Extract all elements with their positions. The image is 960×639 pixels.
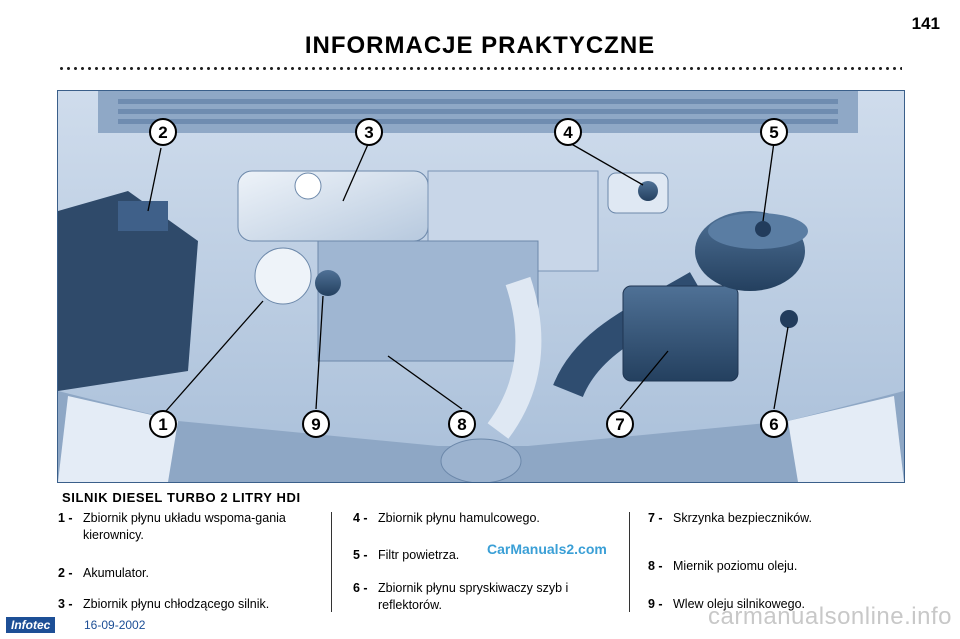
engine-bay-illustration: 1 2 3 4 5 6 7: [57, 90, 905, 483]
section-title: SILNIK DIESEL TURBO 2 LITRY HDI: [62, 490, 301, 505]
legend-number: 4 -: [353, 511, 368, 525]
watermark-link[interactable]: CarManuals2.com: [487, 541, 607, 557]
legend-item-6: 6 - Zbiornik płynu spryskiwaczy szyb i r…: [353, 580, 583, 614]
svg-text:8: 8: [457, 415, 466, 434]
legend-text: Akumulator.: [83, 566, 150, 580]
callout-8: 8: [448, 410, 476, 438]
legend-text: Zbiornik płynu spryskiwaczy szyb i refle…: [378, 581, 569, 612]
callout-4: 4: [554, 118, 582, 146]
callout-9: 9: [302, 410, 330, 438]
callout-1: 1: [149, 410, 177, 438]
legend-item-4: 4 - Zbiornik płynu hamulcowego.: [353, 510, 613, 527]
legend-text: Wlew oleju silnikowego.: [673, 597, 806, 611]
legend-number: 5 -: [353, 548, 368, 562]
callout-2: 2: [149, 118, 177, 146]
column-divider: [629, 512, 630, 612]
svg-text:1: 1: [158, 415, 167, 434]
callout-6: 6: [760, 410, 788, 438]
legend-item-5: 5 - Filtr powietrza.: [353, 547, 613, 564]
svg-text:6: 6: [769, 415, 778, 434]
legend-text: Zbiornik płynu chłodzącego silnik.: [83, 597, 270, 611]
footer-site-watermark[interactable]: carmanualsonline.info: [708, 603, 952, 630]
svg-text:3: 3: [364, 123, 373, 142]
legend-item-8: 8 - Miernik poziomu oleju.: [648, 558, 918, 575]
callout-3: 3: [355, 118, 383, 146]
svg-text:2: 2: [158, 123, 167, 142]
legend-number: 9 -: [648, 597, 663, 611]
legend-item-1: 1 - Zbiornik płynu układu wspoma-gania k…: [58, 510, 328, 544]
page-title: INFORMACJE PRAKTYCZNE: [304, 32, 656, 59]
legend-number: 1 -: [58, 511, 73, 525]
legend-number: 6 -: [353, 581, 368, 595]
infotec-logo: Infotec: [6, 617, 56, 633]
legend-number: 3 -: [58, 597, 73, 611]
legend-text: Skrzynka bezpieczników.: [673, 511, 812, 525]
legend-text: Zbiornik płynu układu wspoma-gania kiero…: [83, 511, 286, 542]
legend-text: Filtr powietrza.: [378, 548, 460, 562]
legend-number: 2 -: [58, 566, 73, 580]
legend-text: Zbiornik płynu hamulcowego.: [378, 511, 540, 525]
svg-text:4: 4: [563, 123, 573, 142]
legend-item-2: 2 - Akumulator.: [58, 565, 328, 582]
legend-text: Miernik poziomu oleju.: [673, 559, 798, 573]
svg-text:9: 9: [311, 415, 320, 434]
callout-5: 5: [760, 118, 788, 146]
legend-item-9: 9 - Wlew oleju silnikowego.: [648, 596, 918, 613]
footer-date: 16-09-2002: [84, 618, 146, 632]
legend-number: 7 -: [648, 511, 663, 525]
legend-number: 8 -: [648, 559, 663, 573]
svg-text:5: 5: [769, 123, 778, 142]
legend-item-3: 3 - Zbiornik płynu chłodzącego silnik.: [58, 596, 328, 613]
column-divider: [331, 512, 332, 612]
callout-7: 7: [606, 410, 634, 438]
dotted-divider: [58, 66, 902, 71]
page-number: 141: [911, 14, 940, 33]
legend-item-7: 7 - Skrzynka bezpieczników.: [648, 510, 918, 527]
svg-text:7: 7: [615, 415, 624, 434]
